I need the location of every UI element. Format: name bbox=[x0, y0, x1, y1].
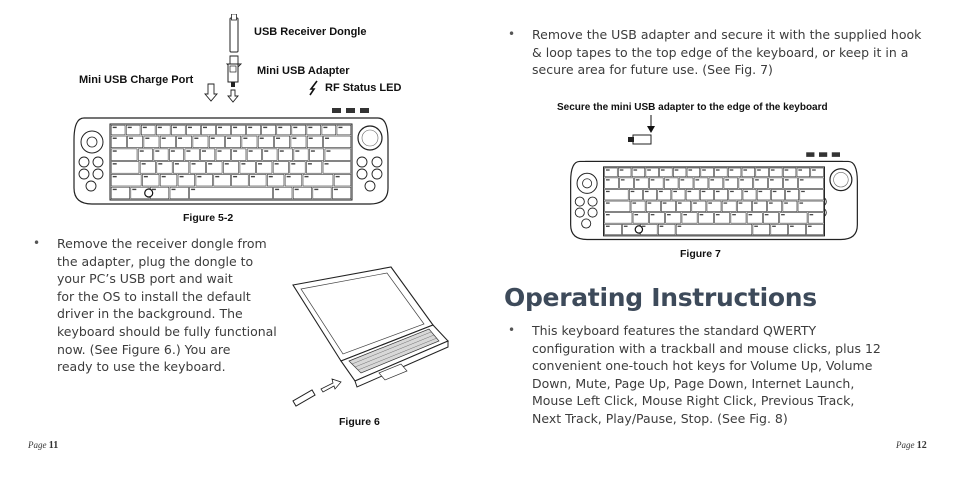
text-line: for the OS to install the default bbox=[57, 288, 251, 304]
keyboard-illustration-fig7 bbox=[570, 152, 858, 241]
mini-usb-charge-port-label: Mini USB Charge Port bbox=[79, 74, 194, 86]
figure-5-2-caption: Figure 5-2 bbox=[183, 212, 234, 224]
bullet-marker: • bbox=[508, 323, 516, 337]
down-arrow-icon bbox=[204, 83, 218, 102]
keyboard-illustration bbox=[73, 108, 389, 205]
page-number-right: Page 12 bbox=[896, 440, 927, 451]
rf-status-led-label: RF Status LED bbox=[325, 82, 402, 94]
text-line: Remove the receiver dongle from bbox=[57, 236, 267, 251]
key-grid bbox=[604, 167, 824, 236]
text-line: your PC’s USB port and wait bbox=[57, 271, 233, 287]
trackball-cluster bbox=[356, 125, 383, 192]
text-line: ready to use the keyboard. bbox=[57, 359, 226, 375]
mini-usb-adapter-label: Mini USB Adapter bbox=[257, 65, 350, 77]
text-line: configuration with a trackball and mouse… bbox=[532, 340, 881, 356]
right-bullet-1: Remove the USB adapter and secure it wit… bbox=[532, 26, 921, 79]
figure-7-caption: Figure 7 bbox=[680, 248, 721, 260]
left-button-cluster bbox=[574, 172, 598, 229]
page-label: Page bbox=[28, 440, 47, 450]
text-line: Down, Mute, Page Up, Page Down, Internet… bbox=[532, 375, 855, 391]
usb-receiver-dongle-label: USB Receiver Dongle bbox=[254, 26, 367, 38]
text-line: keyboard should be fully functional bbox=[57, 323, 277, 339]
right-bullet-2: This keyboard features the standard QWER… bbox=[532, 322, 881, 428]
text-line: & loop tapes to the top edge of the keyb… bbox=[532, 44, 909, 60]
text-line: the adapter, plug the dongle to bbox=[57, 253, 254, 269]
page-number-left: Page 11 bbox=[28, 440, 58, 451]
text-line: Next Track, Play/Pause, Stop. (See Fig. … bbox=[532, 410, 788, 426]
laptop-illustration bbox=[292, 266, 449, 407]
left-button-cluster bbox=[78, 130, 104, 192]
key-grid bbox=[110, 124, 352, 200]
text-line: Remove the USB adapter and secure it wit… bbox=[532, 27, 922, 42]
figure-6-caption: Figure 6 bbox=[339, 416, 380, 428]
mini-usb-adapter-drawing bbox=[628, 115, 655, 145]
section-title: Operating Instructions bbox=[504, 283, 817, 312]
text-line: convenient one-touch hot keys for Volume… bbox=[532, 358, 873, 374]
rf-signal-icon bbox=[309, 80, 318, 96]
page-label: Page bbox=[896, 440, 915, 450]
callout-drawing bbox=[204, 14, 243, 103]
text-line: This keyboard features the standard QWER… bbox=[532, 323, 817, 338]
text-line: secure area for future use. (See Fig. 7) bbox=[532, 62, 773, 78]
page-number: 12 bbox=[916, 440, 927, 451]
bullet-marker: • bbox=[33, 236, 41, 250]
page-number: 11 bbox=[48, 440, 59, 451]
figure-7-heading: Secure the mini USB adapter to the edge … bbox=[557, 102, 828, 113]
bullet-marker: • bbox=[508, 27, 516, 41]
left-bullet-paragraph: Remove the receiver dongle from the adap… bbox=[57, 235, 277, 376]
text-line: driver in the background. The bbox=[57, 306, 243, 322]
text-line: now. (See Figure 6.) You are bbox=[57, 341, 231, 357]
usb-dongle-drawing bbox=[229, 17, 239, 53]
text-line: Mouse Left Click, Mouse Right Click, Pre… bbox=[532, 393, 855, 409]
